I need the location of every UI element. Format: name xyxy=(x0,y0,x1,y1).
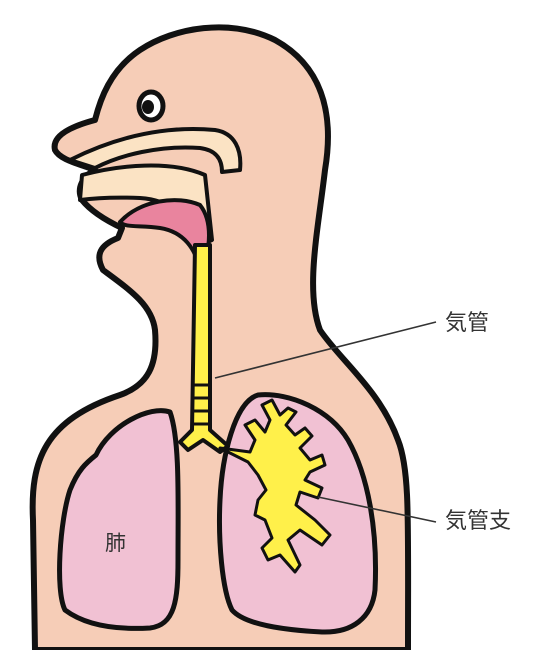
bronchus-label: 気管支 xyxy=(445,511,511,533)
pupil-icon xyxy=(142,100,154,114)
trachea-label: 気管 xyxy=(445,313,489,335)
lung-label: 肺 xyxy=(105,533,126,554)
